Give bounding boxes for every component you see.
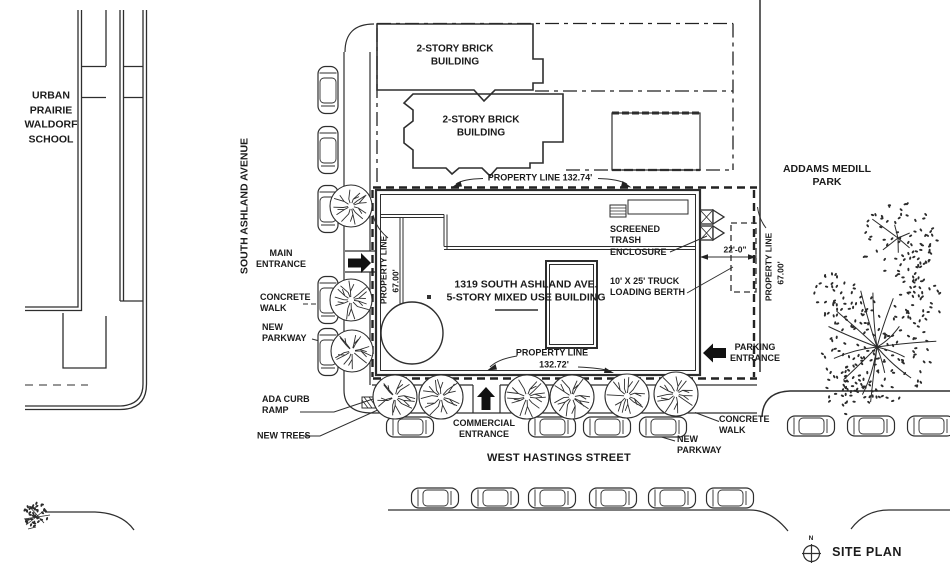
screened-trash-label: SCREENED TRASH ENCLOSURE bbox=[610, 224, 667, 257]
existing-buildings bbox=[376, 23, 701, 178]
north-arrow-icon bbox=[802, 544, 821, 563]
building-circle-feature bbox=[380, 301, 444, 365]
main-building bbox=[374, 188, 702, 377]
trash-enclosure bbox=[699, 208, 726, 242]
brick-building-1-label: 2-STORY BRICK BUILDING bbox=[416, 43, 494, 68]
school-outline bbox=[25, 10, 143, 369]
truck-berth bbox=[699, 222, 757, 293]
property-line-west-dim: 67.00' bbox=[390, 269, 401, 293]
north-letter: N bbox=[808, 534, 814, 542]
property-line-south-dim: 132.72' bbox=[539, 359, 569, 370]
loading-dock bbox=[627, 199, 689, 215]
dim-22-label: 22'-0" bbox=[723, 244, 747, 255]
street-lines-west bbox=[25, 10, 148, 531]
property-line-north-label: PROPERTY LINE 132.74' bbox=[487, 172, 593, 183]
concrete-walk-east-label: CONCRETE WALK bbox=[719, 413, 770, 435]
truck-berth-label: 10' X 25' TRUCK LOADING BERTH bbox=[610, 275, 685, 297]
site-plan-title: SITE PLAN bbox=[832, 545, 902, 560]
park-label: ADDAMS MEDILL PARK bbox=[782, 162, 872, 188]
new-trees-label: NEW TREES bbox=[257, 430, 311, 441]
property-line-east-dim: 67.00' bbox=[775, 261, 786, 285]
new-parkway-east-label: NEW PARKWAY bbox=[677, 433, 722, 455]
parking-entrance-label: PARKING ENTRANCE bbox=[729, 341, 781, 363]
property-line-south-label: PROPERTY LINE bbox=[515, 347, 589, 358]
street-label-south-ashland: SOUTH ASHLAND AVENUE bbox=[238, 137, 251, 275]
main-building-label: 1319 SOUTH ASHLAND AVE. 5-STORY MIXED US… bbox=[446, 278, 606, 303]
school-label: URBAN PRAIRIE WALDORF SCHOOL bbox=[24, 89, 78, 146]
property-line-west-label: PROPERTY LINE bbox=[378, 235, 389, 305]
brick-building-2-label: 2-STORY BRICK BUILDING bbox=[442, 114, 520, 139]
main-entrance-arrow bbox=[348, 253, 371, 273]
parking-entrance-arrow bbox=[703, 343, 726, 363]
property-line-east-label: PROPERTY LINE bbox=[763, 232, 774, 302]
street-trees bbox=[329, 184, 699, 420]
concrete-walk-west-label: CONCRETE WALK bbox=[260, 291, 311, 313]
park-foliage bbox=[23, 202, 942, 530]
parked-cars bbox=[317, 65, 950, 509]
entrance-arrows bbox=[348, 253, 726, 410]
new-parkway-west-label: NEW PARKWAY bbox=[262, 321, 307, 343]
commercial-entrance-arrow bbox=[477, 387, 495, 410]
main-entrance-label: MAIN ENTRANCE bbox=[255, 247, 307, 269]
street-label-west-hastings: WEST HASTINGS STREET bbox=[486, 452, 632, 465]
ada-curb-ramp-label: ADA CURB RAMP bbox=[262, 393, 310, 415]
commercial-entrance-label: COMMERCIAL ENTRANCE bbox=[453, 417, 515, 439]
